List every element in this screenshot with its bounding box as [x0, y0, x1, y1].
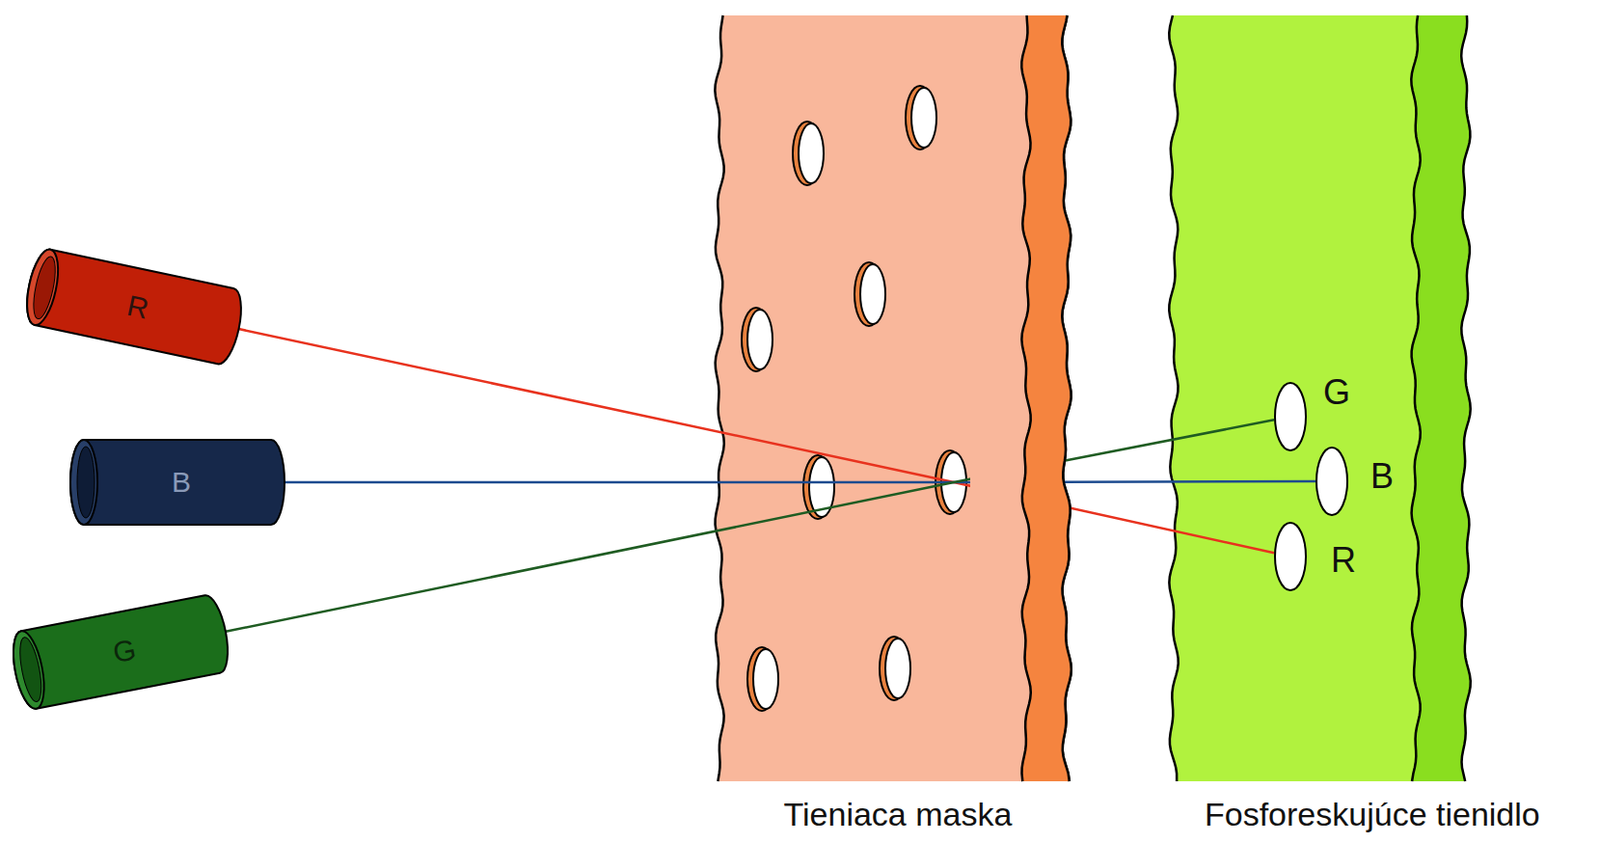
shadow-mask-edge [1021, 15, 1071, 782]
mask-hole [885, 638, 911, 699]
phosphor-screen-edge [1410, 15, 1470, 782]
gun-body [21, 246, 247, 367]
gun-opening [15, 635, 46, 704]
mask-hole [798, 123, 824, 184]
gun-cap [7, 628, 50, 712]
wavy-edge [1168, 15, 1178, 782]
phosphor-dot: R [1274, 521, 1307, 592]
phosphor-screen [1168, 15, 1420, 782]
mask-hole [911, 87, 937, 148]
phosphor-dot-shape [1316, 447, 1348, 516]
electron-gun: G [7, 592, 234, 713]
part-caption: Fosforeskujúce tienidlo [1204, 794, 1541, 835]
part-caption: Tieniaca maska [784, 794, 1013, 835]
gun-cap [70, 439, 98, 525]
shadow-mask-edge [1021, 15, 1071, 782]
wavy-edge [1410, 15, 1420, 782]
mask-hole [860, 264, 886, 325]
dot-outline [1274, 521, 1307, 592]
wavy-edge [1021, 15, 1031, 782]
dot-outline [1274, 381, 1307, 452]
gun-cap [21, 246, 64, 328]
electron-beam [225, 419, 1275, 632]
phosphor-screen-region: Fosforeskujúce tienidloGBR [1173, 15, 1468, 782]
dot-label: B [1370, 457, 1394, 496]
gun-label: B [171, 465, 191, 499]
wavy-edge [1061, 15, 1072, 782]
mask-hole [747, 309, 773, 370]
wavy-edge [1461, 15, 1471, 782]
electron-gun: B [70, 438, 285, 526]
shadow-mask-region: Tieniaca maska [719, 15, 1069, 782]
gun-opening [77, 446, 95, 518]
shadow-mask [714, 15, 1031, 782]
phosphor-dot: B [1315, 446, 1349, 516]
shadow-mask [970, 15, 1031, 782]
dot-outline [1315, 446, 1349, 516]
phosphor-dot-shape [1274, 382, 1306, 451]
phosphor-dot-shape [1274, 522, 1306, 591]
dot-label: R [1330, 541, 1356, 580]
gun-body [7, 593, 234, 712]
electron-beam [239, 328, 1275, 553]
wavy-edge [714, 15, 724, 782]
phosphor-dot: G [1274, 381, 1307, 452]
electron-gun: R [21, 245, 247, 368]
gun-opening [28, 254, 59, 321]
dot-label: G [1323, 373, 1351, 412]
mask-hole [753, 649, 779, 709]
gun-body [70, 439, 285, 525]
electron-beam [284, 480, 1316, 484]
